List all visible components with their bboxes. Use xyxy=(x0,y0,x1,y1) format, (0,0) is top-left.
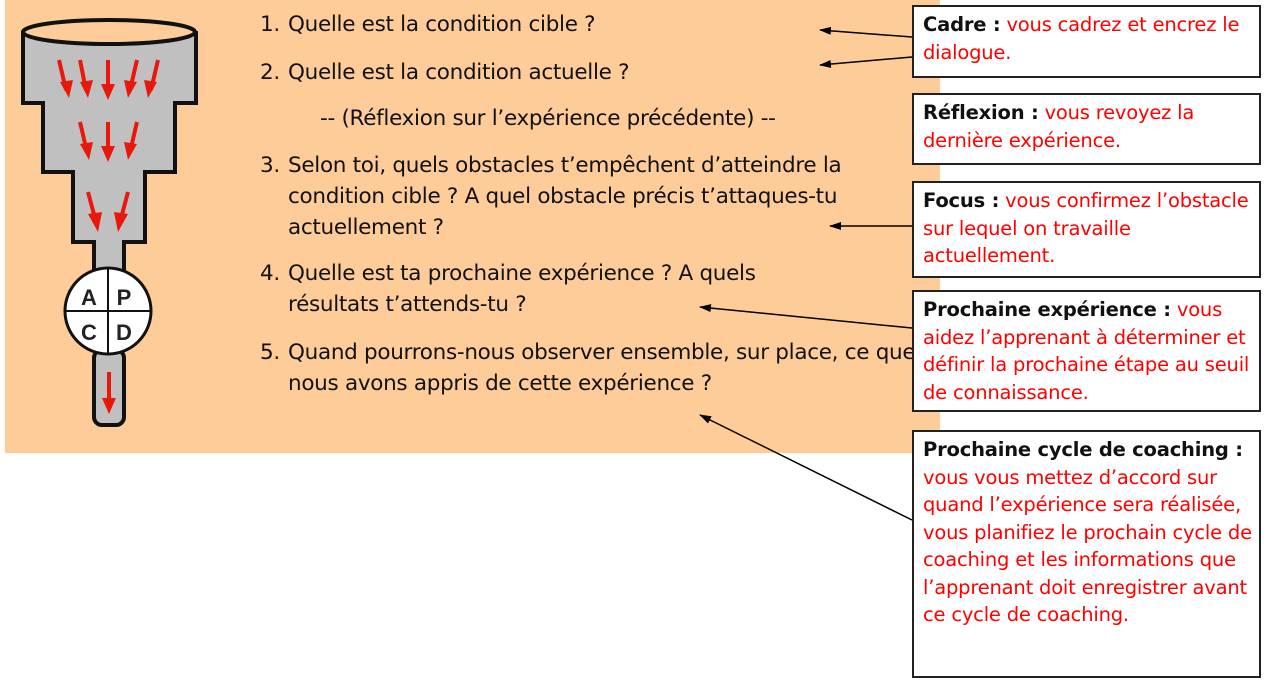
arrow-cycle-q5 xyxy=(699,414,913,521)
box-prochain-cycle: Prochaine cycle de coaching : vous vous … xyxy=(912,430,1261,678)
box-cadre: Cadre : vous cadrez et encrez le dialogu… xyxy=(912,5,1261,78)
question-4: 4.Quelle est ta prochaine expérience ? A… xyxy=(260,261,756,317)
arrow-experience-q4 xyxy=(699,304,913,329)
pdca-letter-c: C xyxy=(81,320,97,345)
pdca-letter-a: A xyxy=(81,285,97,310)
coaching-funnel-icon: A P C D xyxy=(21,18,198,427)
question-2: 2.Quelle est la condition actuelle ? xyxy=(260,60,630,85)
question-1: 1.Quelle est la condition cible ? xyxy=(260,12,596,37)
pdca-letter-p: P xyxy=(117,285,132,310)
box-reflexion: Réflexion : vous revoyez la dernière exp… xyxy=(912,93,1261,165)
arrow-cadre-q1 xyxy=(819,26,913,38)
box-focus: Focus : vous confirmez l’obstacle sur le… xyxy=(912,181,1261,278)
arrow-cadre-q2 xyxy=(819,56,913,69)
pdca-letter-d: D xyxy=(116,320,132,345)
question-3: 3.Selon toi, quels obstacles t’empêchent… xyxy=(260,153,842,240)
pdca-wheel-icon: A P C D xyxy=(63,266,153,356)
question-5: 5.Quand pourrons-nous observer ensemble,… xyxy=(260,340,916,396)
box-prochaine-experience: Prochaine expérience : vous aidez l’appr… xyxy=(912,290,1261,412)
reflection-line: -- (Réflexion sur l’expérience précédent… xyxy=(320,106,776,131)
